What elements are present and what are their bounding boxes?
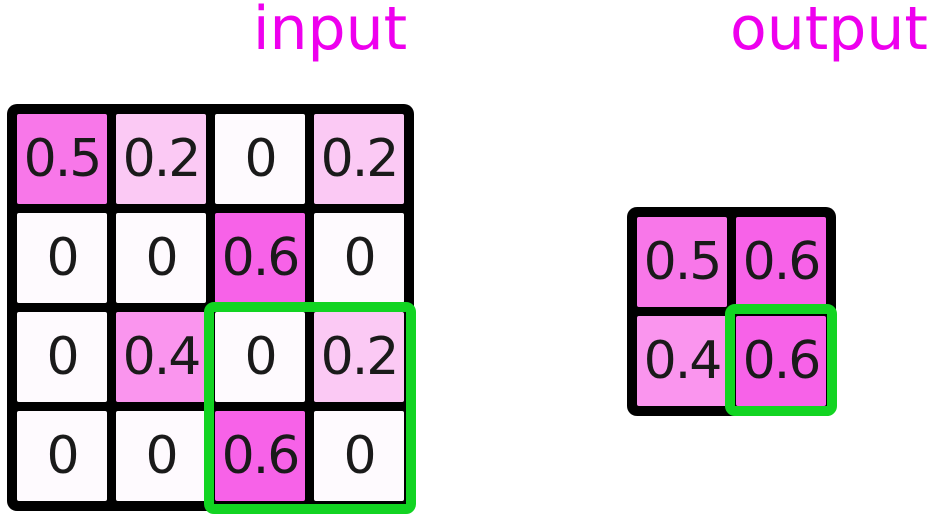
input-cell-r1c2: 0.2	[116, 114, 206, 204]
input-cell-r3c4: 0.2	[314, 312, 404, 402]
input-cell-r4c4: 0	[314, 411, 404, 501]
input-cell-r4c3: 0.6	[215, 411, 305, 501]
input-cell-r4c1: 0	[17, 411, 107, 501]
output-cell-r2c1: 0.4	[637, 316, 727, 406]
input-cell-r3c3: 0	[215, 312, 305, 402]
input-cell-r3c2: 0.4	[116, 312, 206, 402]
input-cell-r1c4: 0.2	[314, 114, 404, 204]
input-cell-r4c2: 0	[116, 411, 206, 501]
output-cell-r1c2: 0.6	[736, 217, 826, 307]
input-cell-r2c1: 0	[17, 213, 107, 303]
output-cell-r2c2: 0.6	[736, 316, 826, 406]
input-grid-title: input	[252, 0, 408, 64]
input-cell-r2c3: 0.6	[215, 213, 305, 303]
input-cell-r1c3: 0	[215, 114, 305, 204]
input-cell-r2c4: 0	[314, 213, 404, 303]
input-cell-r3c1: 0	[17, 312, 107, 402]
output-cell-r1c1: 0.5	[637, 217, 727, 307]
input-cell-r2c2: 0	[116, 213, 206, 303]
output-grid-title: output	[730, 0, 928, 64]
input-cell-r1c1: 0.5	[17, 114, 107, 204]
